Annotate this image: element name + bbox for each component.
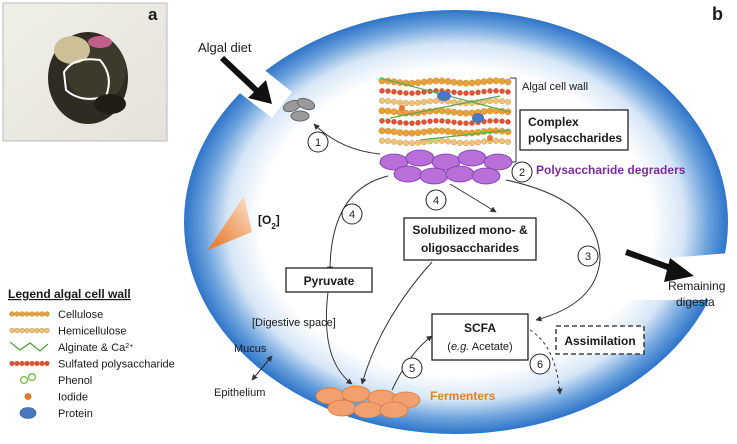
complex-line1: Complex [528,115,579,129]
mucus-label: Mucus [234,343,267,355]
assimilation-label: Assimilation [564,334,635,348]
step-4a-circle [341,203,363,225]
algal-diet-label: Algal diet [198,40,252,55]
legend-item-label: Cellulose [58,309,103,321]
step-1-circle [307,131,329,153]
step-4b: 4 [433,195,439,207]
assimilation-box [555,325,645,355]
legend-item-label: Alginate & Ca2+ [58,342,133,354]
legend-item-label: Phenol [58,375,92,387]
phenol-rings-icon [19,372,37,385]
o2-label: [O2] [258,213,280,231]
alginate-zigzag-icon [9,341,49,352]
legend-title: Legend algal cell wall [8,287,131,301]
scfa-subtitle: (e.g. Acetate) [447,341,512,353]
legend-item-label: Iodide [58,392,88,404]
protein-blob-icon [19,407,37,419]
panel-b-label: b [712,4,723,24]
o2-gradient-wedge [208,196,252,250]
polysaccharide-degraders-label: Polysaccharide degraders [536,163,686,177]
step-1: 1 [315,137,321,149]
step-2: 2 [519,167,525,179]
step-markers: 1 2 3 4 4 5 6 [307,131,599,379]
legend-item-label: Protein [58,408,93,420]
step-6: 6 [537,359,543,371]
cell-wall-label: Algal cell wall [522,81,588,93]
legend-item-label: Sulfated polysaccharide [58,359,175,371]
step-5: 5 [409,363,415,375]
digestive-space-label: [Digestive space] [252,317,336,329]
scfa-box [431,313,529,361]
legend: Legend algal cell wall CelluloseHemicell… [8,287,175,420]
released-sugar-molecules [282,97,316,122]
step-4b-circle [425,189,447,211]
complex-polysaccharides-box [519,109,629,151]
step-6-circle [529,353,551,375]
scfa-title: SCFA [464,321,496,335]
complex-line2: polysaccharides [528,131,622,145]
pyruvate-label: Pyruvate [304,274,355,288]
remaining-digesta-arrow [624,249,694,282]
wall-protein-icon [437,91,451,101]
hemicellulose-chain-icon [9,327,50,334]
pyruvate-box [285,267,373,293]
step-5-circle [401,357,423,379]
sulfated-chain-icon [9,360,50,367]
cellulose-chain-icon [9,311,50,317]
solubilized-line2: oligosaccharides [421,241,519,255]
step-3: 3 [585,251,591,263]
panel-a-label: a [148,5,158,24]
panel-a-photo: a [2,2,168,142]
assimilation-arrow [529,329,563,395]
mucus-epithelium-arrow [251,355,273,381]
algal-diet-arrow [219,55,272,104]
solubilized-line1: Solubilized mono- & [412,223,528,237]
polysaccharide-degrader-cells [379,149,513,185]
fermenters-label: Fermenters [430,389,496,403]
digesta-label: digesta [676,295,715,309]
step-4a: 4 [349,209,355,221]
solubilized-box [403,217,537,261]
iodide-dot-icon [24,393,32,400]
wall-protein-icon [472,113,484,123]
algal-cell-wall [378,77,512,147]
legend-item-label: Hemicellulose [58,326,126,338]
step-3-circle [577,245,599,267]
step-2-circle [511,161,533,183]
remaining-label: Remaining [668,279,725,293]
epithelium-label: Epithelium [214,387,265,399]
fermenter-cells [315,385,421,419]
